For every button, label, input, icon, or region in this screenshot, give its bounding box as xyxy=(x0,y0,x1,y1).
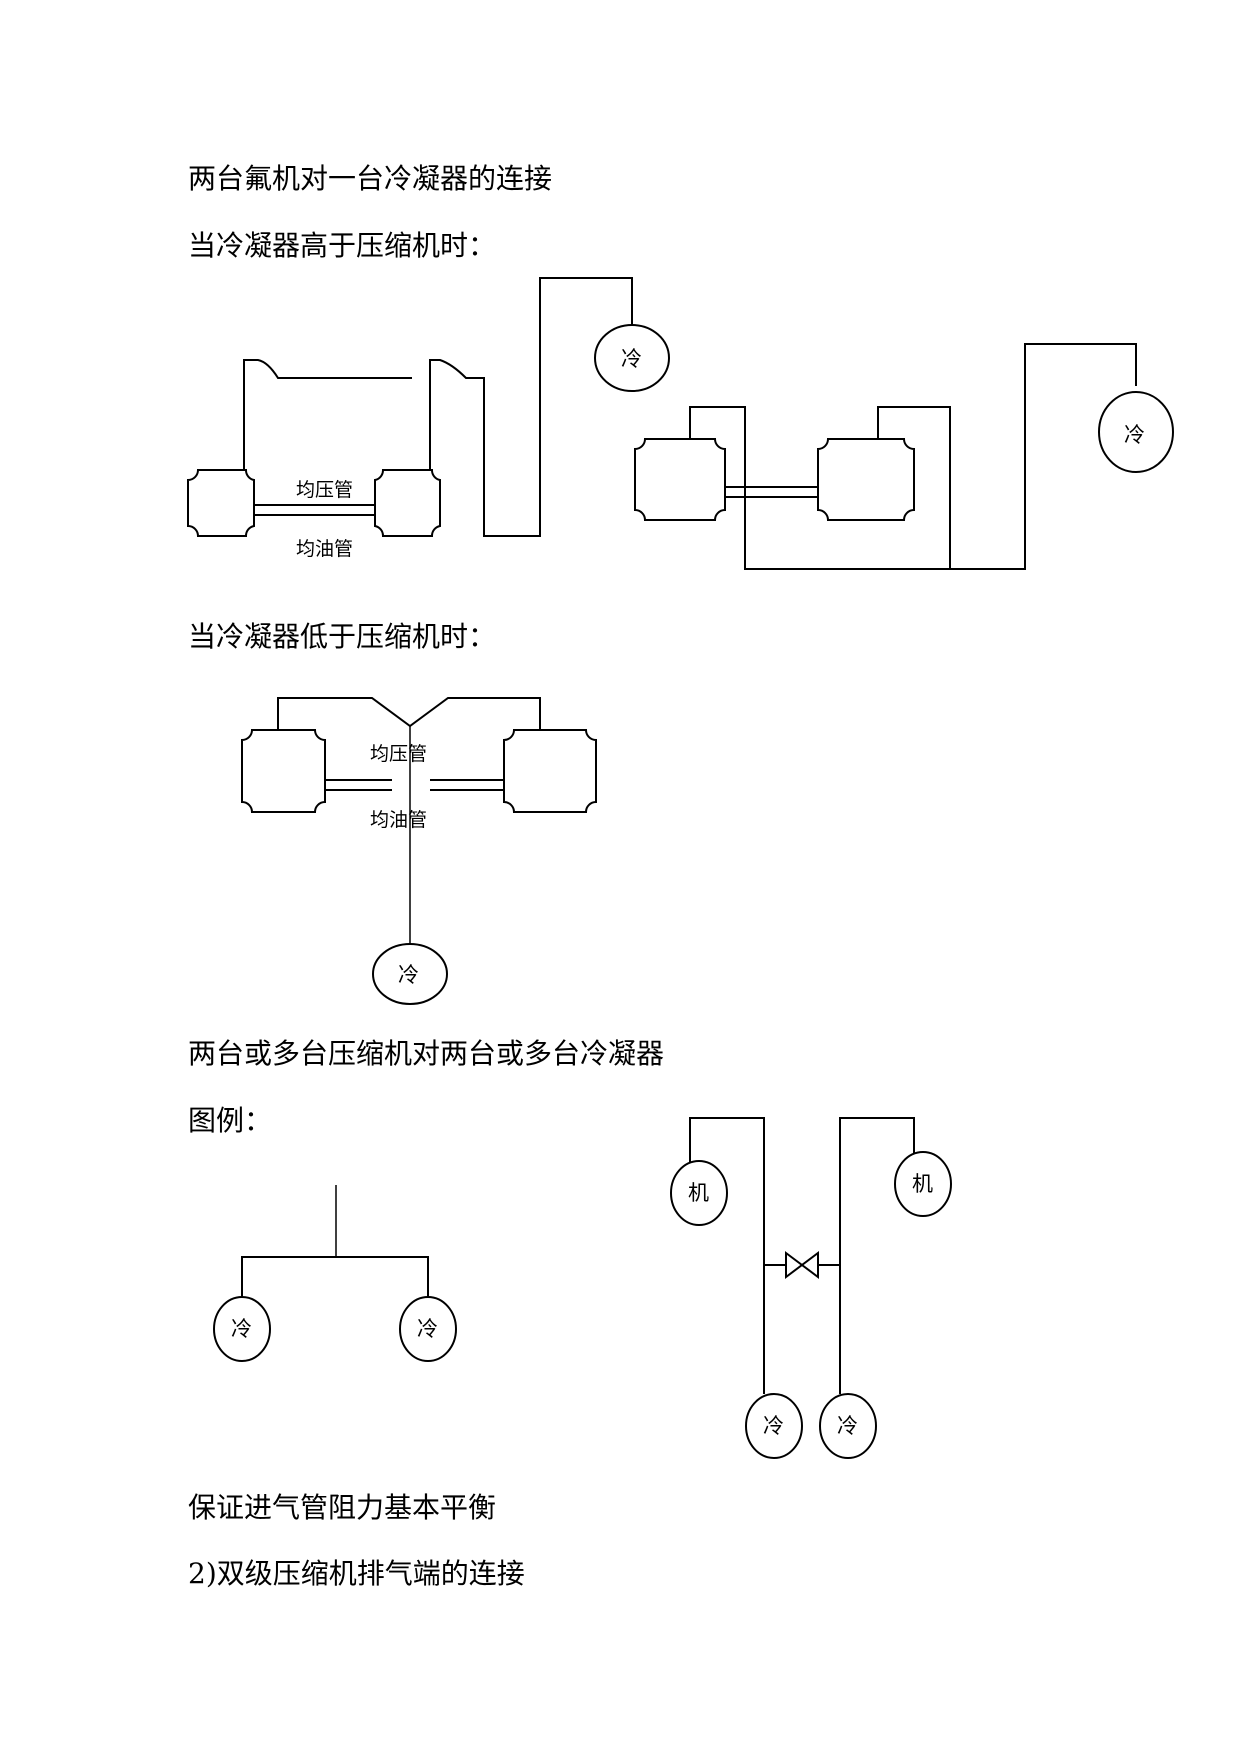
compressor-right-c xyxy=(503,729,597,813)
condenser-c xyxy=(372,943,448,1005)
condenser xyxy=(594,324,670,392)
compressor-left xyxy=(187,469,255,537)
compressor-e-label: 机 xyxy=(688,1181,709,1205)
diagram-condenser-below: 均压管 均油管 冷 xyxy=(241,697,597,1005)
compressor-right-b xyxy=(817,438,915,521)
condenser-c-label: 冷 xyxy=(398,963,419,987)
compressor-e xyxy=(670,1160,728,1226)
diagram-example-valve: 机 机 冷 冷 xyxy=(670,1117,952,1459)
label-oil-pipe-2: 均油管 xyxy=(370,809,427,831)
condenser-e xyxy=(399,1296,457,1362)
label-oil-pipe: 均油管 xyxy=(296,538,353,560)
compressor-right xyxy=(374,469,441,537)
condenser-d xyxy=(213,1296,271,1362)
caption-condenser-above: 当冷凝器高于压缩机时： xyxy=(188,229,497,262)
condenser-g xyxy=(819,1393,877,1459)
diagram-example-split: 冷 冷 xyxy=(213,1185,457,1362)
condenser-d-label: 冷 xyxy=(231,1317,252,1341)
valve-icon xyxy=(785,1251,819,1279)
condenser-label: 冷 xyxy=(621,347,642,371)
condenser-b-label: 冷 xyxy=(1124,423,1145,447)
compressor-left-b xyxy=(634,438,726,521)
heading-multi-compressors: 两台或多台压缩机对两台或多台冷凝器 xyxy=(188,1037,665,1070)
compressor-f-label: 机 xyxy=(912,1172,933,1196)
heading-two-stage: 2)双级压缩机排气端的连接 xyxy=(188,1557,525,1590)
caption-condenser-below: 当冷凝器低于压缩机时： xyxy=(188,620,497,653)
compressor-left-c xyxy=(241,729,326,813)
diagram-condenser-above: 均压管 均油管 冷 冷 xyxy=(187,277,1174,570)
condenser-e-label: 冷 xyxy=(417,1317,438,1341)
compressor-f xyxy=(894,1151,952,1217)
label-pressure-pipe-2: 均压管 xyxy=(370,743,427,765)
note-balance: 保证进气管阻力基本平衡 xyxy=(188,1491,497,1524)
heading-two-freon-one-condenser: 两台氟机对一台冷凝器的连接 xyxy=(188,162,553,195)
label-pressure-pipe: 均压管 xyxy=(296,479,353,501)
condenser-g-label: 冷 xyxy=(837,1414,858,1438)
condenser-f-label: 冷 xyxy=(763,1414,784,1438)
condenser-f xyxy=(745,1393,803,1459)
condenser-b xyxy=(1098,391,1174,473)
caption-example: 图例： xyxy=(188,1104,273,1137)
